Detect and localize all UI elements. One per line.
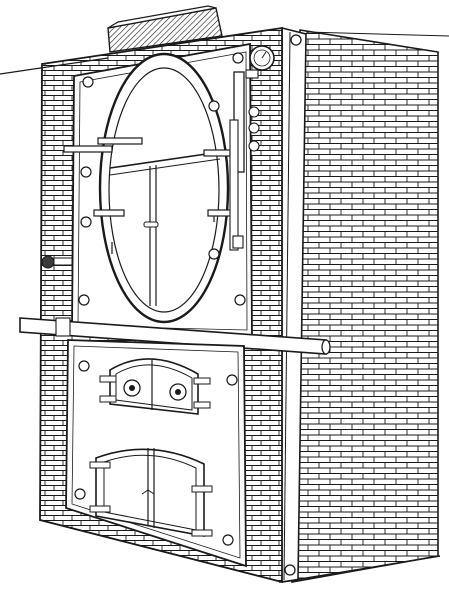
roof-edge	[0, 57, 109, 75]
horizontal-pipe	[19, 317, 331, 355]
roof-edge-right	[305, 31, 449, 37]
ashpit-door	[89, 448, 213, 537]
top-flue-box	[107, 5, 223, 53]
water-gauge-column	[229, 69, 260, 251]
ground-line	[39, 519, 441, 583]
side-brick-wall	[279, 26, 439, 583]
door-hinges	[63, 137, 233, 217]
oval-manhole-door	[98, 52, 230, 324]
pressure-gauge	[249, 45, 275, 71]
fire-door	[99, 358, 211, 415]
side-valve	[41, 255, 73, 269]
lower-plate-bolts	[74, 360, 238, 546]
upper-plate-bolts	[78, 52, 246, 306]
